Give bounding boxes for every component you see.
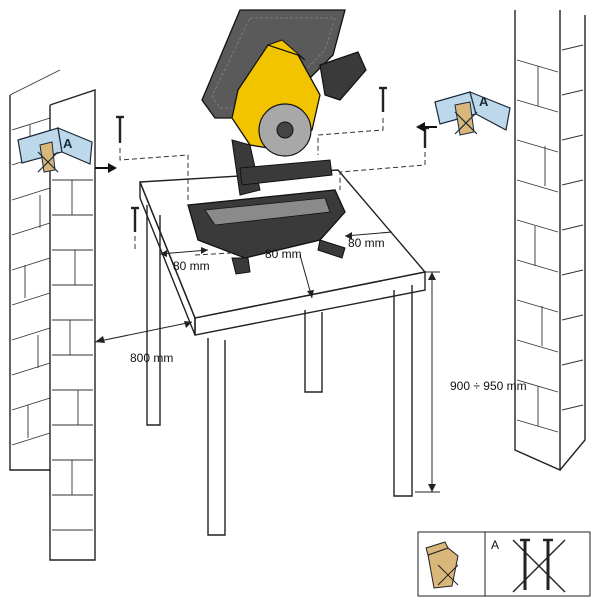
manual-icon-right: A bbox=[434, 90, 511, 136]
screw-icon bbox=[116, 115, 124, 143]
manual-label-right: A bbox=[479, 94, 489, 109]
manual-label-left: A bbox=[63, 136, 73, 151]
screw-icon bbox=[131, 206, 139, 232]
dim-gap-front: 80 mm bbox=[265, 247, 302, 261]
dim-table-height: 900 ÷ 950 mm bbox=[450, 379, 527, 393]
dim-gap-right: 80 mm bbox=[348, 236, 385, 250]
arrow-right-wall bbox=[416, 122, 437, 132]
dim-table-width: 800 mm bbox=[130, 351, 173, 365]
mitre-saw bbox=[187, 9, 367, 275]
legend-box: A bbox=[417, 531, 591, 597]
legend-key-letter: A bbox=[491, 538, 499, 552]
dimension-lines bbox=[94, 231, 440, 493]
saw-handle bbox=[319, 51, 367, 101]
arrow-left-wall bbox=[95, 163, 117, 173]
screw-icon bbox=[379, 86, 387, 112]
dim-gap-left: 80 mm bbox=[173, 259, 210, 273]
right-brick-wall bbox=[514, 10, 586, 472]
manual-icon-left: A bbox=[17, 127, 93, 173]
guide-lines bbox=[119, 118, 426, 256]
package-box-icon bbox=[425, 541, 459, 589]
screws-crossed-icon bbox=[512, 538, 566, 593]
